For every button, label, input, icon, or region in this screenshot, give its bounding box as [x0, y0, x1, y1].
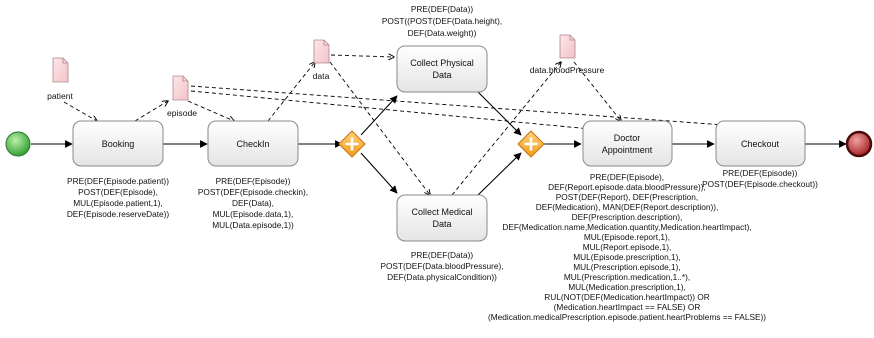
- flow-physical-join[interactable]: [477, 91, 522, 136]
- assoc-medical-bloodpressure: [451, 62, 561, 196]
- data-object-label: data: [313, 71, 330, 81]
- document-icon: [52, 57, 69, 83]
- annotation-collect-medical: PRE(DEF(Data)) POST(DEF(Data.bloodPressu…: [380, 250, 503, 282]
- task-collect-physical-data[interactable]: Collect Physical Data: [396, 45, 488, 93]
- assoc-episode-doctor: [190, 90, 601, 130]
- annotation-checkin: PRE(DEF(Episode)) POST(DEF(Episode.check…: [198, 176, 308, 230]
- annotation-line: (Medication.medicalPrescription.episode.…: [488, 312, 766, 322]
- sequence-flows: [31, 91, 847, 196]
- annotation-line: POST(DEF(Data.bloodPressure),: [380, 261, 503, 271]
- assoc-booking-episode: [134, 101, 168, 122]
- assoc-episode-checkin: [187, 100, 234, 121]
- flow-gateway-medical[interactable]: [360, 152, 398, 194]
- data-object-label: patient: [47, 91, 73, 101]
- annotation-line: POST(DEF(Report), DEF(Prescription,: [556, 192, 698, 202]
- assoc-data-physical: [330, 55, 394, 57]
- task-label-line: Appointment: [602, 145, 653, 155]
- document-icon: [172, 75, 189, 101]
- document-icon: [313, 39, 330, 64]
- annotation-booking: PRE(DEF(Episode.patient)) POST(DEF(Episo…: [67, 176, 170, 219]
- parallel-gateway-join[interactable]: [517, 130, 545, 158]
- annotation-line: MUL(Episode.prescription,1),: [573, 252, 680, 262]
- annotation-collect-physical: PRE(DEF(Data)) POST((POST(DEF(Data.heigh…: [382, 4, 502, 38]
- assoc-episode-checkout: [190, 85, 738, 126]
- data-object-patient[interactable]: patient: [47, 57, 74, 101]
- assoc-bloodpressure-doctor: [573, 61, 621, 121]
- annotation-line: MUL(Prescription.medication,1..*),: [564, 272, 690, 282]
- data-associations: [63, 55, 738, 196]
- task-label-line: Collect Physical: [410, 58, 474, 68]
- annotation-line: POST(DEF(Episode),: [78, 187, 158, 197]
- task-label: Checkout: [741, 139, 780, 149]
- document-icon: [559, 34, 576, 59]
- annotation-line: DEF(Episode.reserveDate)): [67, 209, 170, 219]
- task-label-line: Doctor: [614, 133, 641, 143]
- parallel-gateway-split[interactable]: [338, 130, 366, 158]
- annotation-line: PRE(DEF(Episode)): [216, 176, 291, 186]
- annotation-line: MUL(Prescription.episode,1),: [573, 262, 680, 272]
- plus-icon: [345, 137, 359, 151]
- data-object-blood-pressure[interactable]: data.bloodPressure: [530, 34, 605, 75]
- annotation-line: MUL(Medication.prescription,1),: [568, 282, 686, 292]
- annotation-line: PRE(DEF(Data)): [411, 250, 473, 260]
- data-object-data[interactable]: data: [313, 39, 330, 81]
- annotation-line: DEF(Prescription.description),: [572, 212, 683, 222]
- task-checkin[interactable]: CheckIn: [207, 120, 299, 167]
- annotation-line: DEF(Data.weight)): [408, 28, 477, 38]
- annotation-doctor: PRE(DEF(Episode), DEF(Report.episode.dat…: [488, 172, 766, 322]
- data-object-label: data.bloodPressure: [530, 65, 605, 75]
- annotation-line: PRE(DEF(Episode.patient)): [67, 176, 169, 186]
- flow-gateway-physical[interactable]: [360, 95, 398, 136]
- task-label-line: Data: [432, 219, 451, 229]
- annotation-line: MUL(Episode.patient,1),: [73, 198, 162, 208]
- annotation-line: POST(DEF(Episode.checkin),: [198, 187, 308, 197]
- task-label-line: Data: [432, 70, 451, 80]
- annotation-line: PRE(DEF(Episode),: [590, 172, 664, 182]
- task-collect-medical-data[interactable]: Collect Medical Data: [396, 194, 488, 242]
- annotation-line: DEF(Medication), MAN(DEF(Report.descript…: [536, 202, 719, 212]
- task-checkout[interactable]: Checkout: [715, 120, 806, 167]
- annotation-line: MUL(Episode.report,1),: [584, 232, 670, 242]
- annotation-line: DEF(Data),: [232, 198, 274, 208]
- annotation-checkout: PRE(DEF(Episode)) POST(DEF(Episode.check…: [702, 168, 818, 189]
- annotation-line: (Medication.heartImpact == FALSE) OR: [554, 302, 701, 312]
- annotation-line: MUL(Episode.data,1),: [213, 209, 294, 219]
- annotation-line: MUL(Data.episode,1)): [212, 220, 294, 230]
- task-label-line: Collect Medical: [411, 207, 472, 217]
- end-event-icon[interactable]: [845, 130, 873, 158]
- data-object-episode[interactable]: episode: [167, 75, 197, 118]
- task-label: CheckIn: [236, 139, 269, 149]
- annotation-line: DEF(Medication.name,Medication.quantity,…: [502, 222, 751, 232]
- task-label: Booking: [102, 139, 135, 149]
- plus-icon: [524, 137, 538, 151]
- annotation-line: PRE(DEF(Data)): [411, 4, 473, 14]
- assoc-patient-booking: [63, 101, 97, 121]
- assoc-checkin-data: [267, 62, 315, 122]
- task-booking[interactable]: Booking: [72, 120, 164, 167]
- annotation-line: MUL(Report.episode,1),: [583, 242, 672, 252]
- flow-medical-join[interactable]: [477, 152, 522, 196]
- annotation-line: PRE(DEF(Episode)): [723, 168, 798, 178]
- start-event-icon[interactable]: [5, 131, 31, 157]
- annotation-line: DEF(Data.physicalCondition)): [387, 272, 497, 282]
- annotation-line: POST(DEF(Episode.checkout)): [702, 179, 818, 189]
- annotation-line: POST((POST(DEF(Data.height),: [382, 16, 502, 26]
- annotation-line: DEF(Report.episode.data.bloodPressure)),: [548, 182, 706, 192]
- annotation-line: RUL(NOT(DEF(Medication.heartImpact)) OR: [544, 292, 710, 302]
- task-doctor-appointment[interactable]: Doctor Appointment: [582, 120, 673, 167]
- data-object-label: episode: [167, 108, 197, 118]
